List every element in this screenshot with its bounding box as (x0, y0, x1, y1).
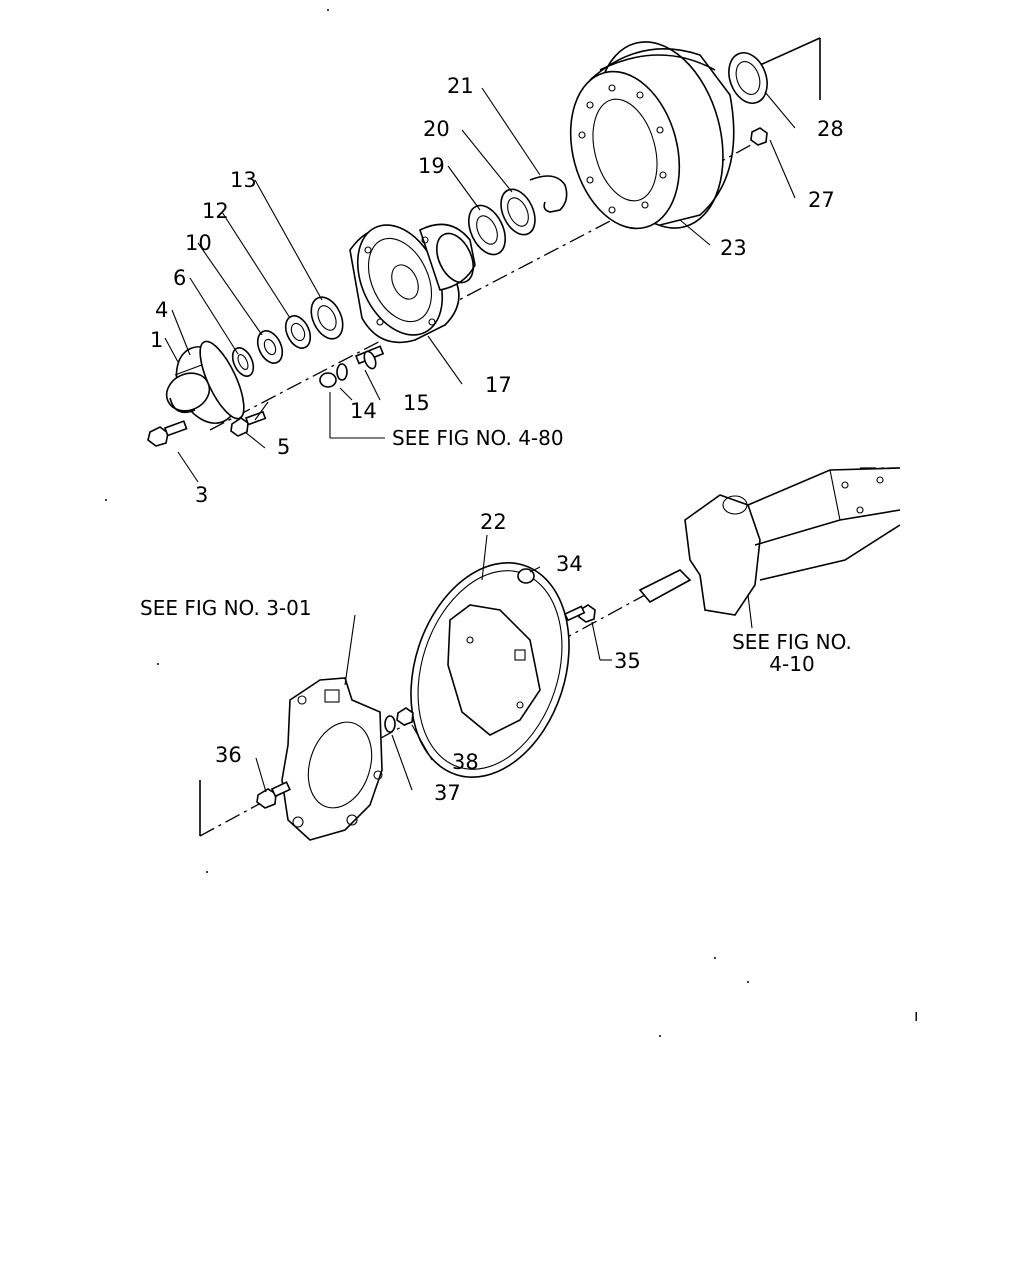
callout-20: 20 (423, 117, 450, 141)
callout-27: 27 (808, 188, 835, 212)
part-bolt-36 (256, 781, 291, 809)
upper-leader-lines (164, 87, 796, 483)
callout-38: 38 (452, 750, 479, 774)
see-fig-4-80: SEE FIG NO. 4-80 (392, 426, 564, 450)
callout-10: 10 (185, 231, 212, 255)
callout-14: 14 (350, 399, 377, 423)
callout-6: 6 (173, 266, 187, 290)
part-stud-15 (354, 345, 385, 370)
part-knuckle-axle (638, 467, 901, 616)
stray-marks (105, 9, 749, 1037)
callout-5: 5 (277, 435, 291, 459)
lower-leader-lines (255, 534, 753, 793)
callout-13: 13 (230, 168, 257, 192)
callout-3: 3 (195, 483, 209, 507)
part-bolt-35 (563, 604, 596, 623)
part-bolt-3 (147, 420, 188, 447)
callout-34: 34 (556, 552, 583, 576)
part-nut-10 (256, 330, 284, 364)
callout-12: 12 (202, 199, 229, 223)
callout-4: 4 (155, 298, 169, 322)
part-brake-drum-23 (569, 41, 735, 230)
callout-22: 22 (480, 510, 507, 534)
part-bearing-19 (468, 204, 506, 256)
callout-17: 17 (485, 373, 512, 397)
upper-centre-axis (209, 37, 821, 431)
part-bearing-13 (310, 296, 344, 340)
part-brake-carrier (281, 677, 383, 841)
callout-37: 37 (434, 781, 461, 805)
part-hub-17 (349, 223, 476, 344)
part-nut-27 (750, 127, 768, 146)
callout-28: 28 (817, 117, 844, 141)
part-clip-34 (517, 568, 535, 584)
callout-21: 21 (447, 74, 474, 98)
see-fig-4-10-line2: 4-10 (769, 652, 815, 676)
part-seal-28 (728, 52, 768, 104)
see-fig-4-10: SEE FIG NO. 4-10 (722, 631, 862, 675)
callout-36: 36 (215, 743, 242, 767)
part-gasket-6 (231, 347, 255, 377)
part-seal-20 (500, 188, 536, 236)
part-ring-21 (529, 175, 568, 213)
part-washer-12 (284, 315, 312, 349)
see-fig-4-10-line1: SEE FIG NO. (732, 630, 852, 654)
part-bolt-5 (230, 401, 269, 437)
stray-text-mark: ı (914, 1006, 919, 1025)
callout-23: 23 (720, 236, 747, 260)
callout-15: 15 (403, 391, 430, 415)
part-nut-14 (319, 363, 348, 388)
part-washer-37 (384, 715, 396, 733)
callout-1: 1 (150, 328, 164, 352)
callout-35: 35 (614, 649, 641, 673)
part-nut-38 (396, 707, 414, 726)
part-backing-plate-22 (410, 562, 570, 778)
see-fig-3-01: SEE FIG NO. 3-01 (140, 596, 312, 620)
callout-19: 19 (418, 154, 445, 178)
